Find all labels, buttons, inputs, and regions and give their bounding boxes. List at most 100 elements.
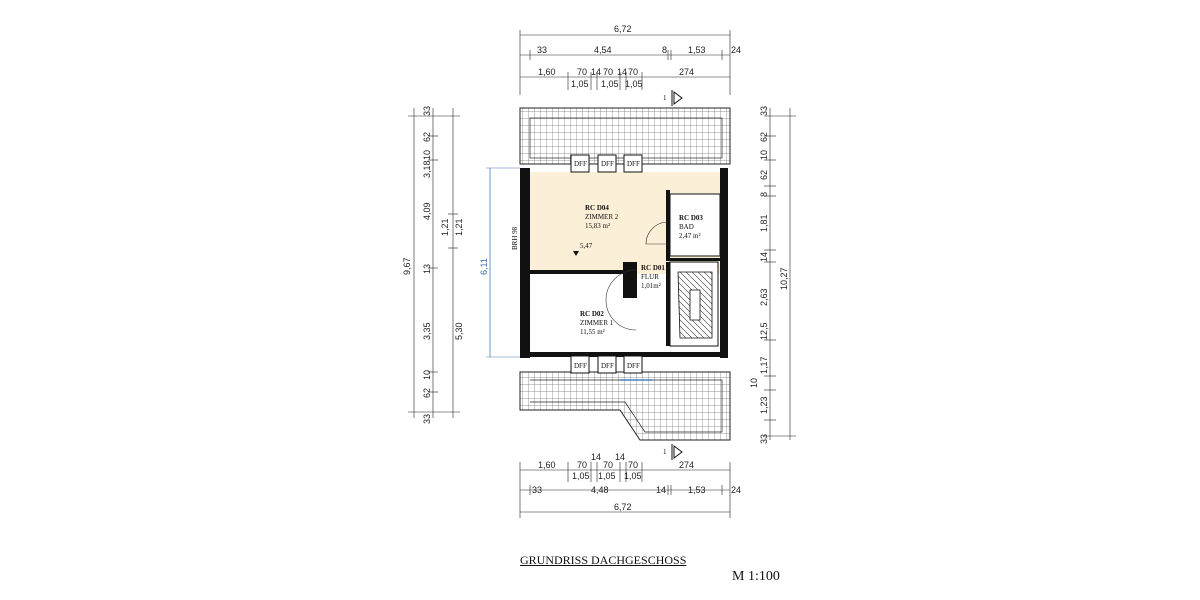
svg-text:1,17: 1,17 — [759, 356, 769, 374]
svg-text:1,05: 1,05 — [624, 471, 642, 481]
svg-text:33: 33 — [759, 106, 769, 116]
svg-text:1,05: 1,05 — [601, 79, 619, 89]
svg-text:62: 62 — [759, 132, 769, 142]
svg-text:1: 1 — [663, 94, 667, 102]
svg-text:1,21: 1,21 — [454, 218, 464, 236]
window-label: DFF — [627, 362, 640, 370]
svg-text:3,35: 3,35 — [422, 322, 432, 340]
svg-text:RC D01: RC D01 — [641, 264, 665, 272]
svg-text:13: 13 — [422, 264, 432, 274]
svg-text:70: 70 — [577, 67, 587, 77]
svg-text:14: 14 — [591, 452, 601, 462]
svg-text:2,47 m²: 2,47 m² — [679, 232, 701, 240]
svg-text:10: 10 — [422, 370, 432, 380]
svg-text:15,83 m²: 15,83 m² — [585, 222, 610, 230]
section-marker-top: 1 — [663, 90, 683, 106]
section-marker-bottom: 1 — [663, 444, 683, 460]
right-dimension-labels: 33 62 10 62 8 1,81 14 2,63 12,5 1,17 10 … — [749, 106, 789, 444]
roof-bottom — [519, 371, 731, 441]
svg-text:14: 14 — [656, 485, 666, 495]
svg-text:5,47: 5,47 — [580, 242, 593, 250]
svg-text:1,81: 1,81 — [759, 214, 769, 232]
bathroom-door-swing — [645, 221, 669, 245]
svg-text:62: 62 — [759, 170, 769, 180]
svg-text:14: 14 — [591, 67, 601, 77]
svg-text:1,60: 1,60 — [538, 67, 556, 77]
svg-text:RC D03: RC D03 — [679, 214, 703, 222]
bathroom — [669, 193, 721, 257]
svg-text:24: 24 — [731, 45, 741, 55]
svg-text:10: 10 — [759, 150, 769, 160]
svg-text:1,05: 1,05 — [572, 471, 590, 481]
svg-text:4,54: 4,54 — [594, 45, 612, 55]
staircase — [605, 261, 719, 347]
bottom-dimension-labels: 1,60 70 14 70 14 70 274 1,05 1,05 1,05 3… — [532, 452, 741, 512]
svg-text:70: 70 — [577, 460, 587, 470]
svg-text:33: 33 — [532, 485, 542, 495]
room-zimmer-1-floor — [530, 278, 626, 354]
svg-text:14: 14 — [759, 252, 769, 262]
svg-text:2,63: 2,63 — [759, 288, 769, 306]
svg-text:9,67: 9,67 — [402, 257, 412, 275]
brh-label: BRH 98 — [511, 226, 519, 250]
svg-text:4,09: 4,09 — [422, 202, 432, 220]
svg-text:33: 33 — [759, 434, 769, 444]
spot-height: 5,47 — [573, 242, 593, 256]
room-label-flur: RC D01 FLUR 1,01m² — [641, 264, 665, 290]
svg-text:ZIMMER 1: ZIMMER 1 — [580, 319, 614, 327]
svg-text:FLUR: FLUR — [641, 273, 659, 281]
svg-text:6,72: 6,72 — [614, 24, 632, 34]
svg-text:11,55 m²: 11,55 m² — [580, 328, 605, 336]
plan-title: GRUNDRISS DACHGESCHOSS — [520, 553, 687, 567]
svg-text:RC D02: RC D02 — [580, 310, 604, 318]
room-label-zimmer-2: RC D04 ZIMMER 2 15,83 m² — [585, 204, 619, 230]
svg-text:10,27: 10,27 — [779, 267, 789, 290]
svg-text:10: 10 — [749, 378, 759, 388]
plan-scale: M 1:100 — [732, 569, 780, 584]
svg-text:1,60: 1,60 — [538, 460, 556, 470]
svg-text:1,05: 1,05 — [571, 79, 589, 89]
top-dimensions — [519, 30, 731, 95]
svg-text:33: 33 — [422, 106, 432, 116]
svg-text:ZIMMER 2: ZIMMER 2 — [585, 213, 619, 221]
svg-text:1: 1 — [663, 448, 667, 456]
top-dimension-labels: 6,72 33 4,54 8 1,53 24 1,60 70 14 70 14 … — [537, 24, 741, 89]
svg-text:14: 14 — [615, 452, 625, 462]
svg-text:1,23: 1,23 — [759, 396, 769, 414]
svg-text:4,48: 4,48 — [591, 485, 609, 495]
svg-text:70: 70 — [603, 460, 613, 470]
left-dimensions — [408, 108, 520, 418]
walls — [520, 168, 728, 358]
svg-text:62: 62 — [422, 132, 432, 142]
svg-text:1,53: 1,53 — [688, 485, 706, 495]
svg-text:5,30: 5,30 — [454, 322, 464, 340]
window-label: DFF — [627, 160, 640, 168]
svg-text:6,11: 6,11 — [479, 258, 489, 275]
svg-text:274: 274 — [679, 460, 694, 470]
svg-text:BAD: BAD — [679, 223, 694, 231]
svg-text:70: 70 — [603, 67, 613, 77]
svg-text:12,5: 12,5 — [759, 322, 769, 340]
svg-text:1,05: 1,05 — [598, 471, 616, 481]
left-dimension-labels: 9,67 33 62 10 3,18 4,09 13 3,35 10 62 33… — [402, 106, 489, 424]
svg-text:62: 62 — [422, 388, 432, 398]
svg-text:33: 33 — [422, 414, 432, 424]
window-label: DFF — [601, 160, 614, 168]
roof-windows-bottom: DFF DFF DFF — [570, 355, 643, 374]
window-label: DFF — [601, 362, 614, 370]
svg-text:1,53: 1,53 — [688, 45, 706, 55]
svg-text:1,05: 1,05 — [625, 79, 643, 89]
svg-text:33: 33 — [537, 45, 547, 55]
svg-text:1,01m²: 1,01m² — [641, 282, 661, 290]
window-label: DFF — [574, 362, 587, 370]
svg-text:14: 14 — [617, 67, 627, 77]
svg-text:1,21: 1,21 — [440, 218, 450, 236]
svg-text:70: 70 — [628, 67, 638, 77]
svg-text:6,72: 6,72 — [614, 502, 632, 512]
svg-text:24: 24 — [731, 485, 741, 495]
svg-text:3,18: 3,18 — [422, 160, 432, 178]
right-dimensions — [764, 108, 796, 440]
svg-text:274: 274 — [679, 67, 694, 77]
roof-windows-top: DFF DFF DFF — [570, 154, 643, 173]
bottom-dimensions — [519, 462, 731, 518]
